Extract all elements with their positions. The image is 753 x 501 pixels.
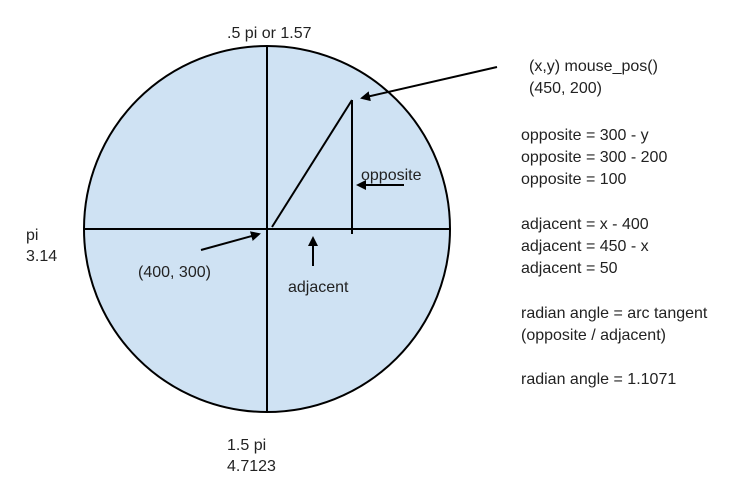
equation-opposite-1: opposite = 300 - y <box>521 127 649 144</box>
equation-adjacent-2: adjacent = 450 - x <box>521 238 649 255</box>
equation-radian-2: (opposite / adjacent) <box>521 327 666 344</box>
mouse-pos-label: (x,y) mouse_pos() <box>529 58 658 75</box>
left-angle-value: 3.14 <box>26 248 57 265</box>
equation-adjacent-3: adjacent = 50 <box>521 260 618 277</box>
equation-adjacent-1: adjacent = x - 400 <box>521 216 649 233</box>
equation-result: radian angle = 1.1071 <box>521 371 676 388</box>
center-point-arrow <box>200 231 261 251</box>
top-angle-label: .5 pi or 1.57 <box>227 25 312 42</box>
opposite-label: opposite <box>361 167 422 184</box>
adjacent-label: adjacent <box>288 279 349 296</box>
equation-radian-1: radian angle = arc tangent <box>521 305 708 322</box>
equation-opposite-3: opposite = 100 <box>521 171 627 188</box>
bottom-angle-value: 4.7123 <box>227 458 276 475</box>
center-point-label: (400, 300) <box>138 264 211 281</box>
hypotenuse-line <box>271 99 353 228</box>
left-angle-label: pi <box>26 227 38 244</box>
bottom-angle-label: 1.5 pi <box>227 437 266 454</box>
mouse-pos-arrow <box>360 66 498 102</box>
mouse-pos-value: (450, 200) <box>529 80 602 97</box>
equation-opposite-2: opposite = 300 - 200 <box>521 149 667 166</box>
